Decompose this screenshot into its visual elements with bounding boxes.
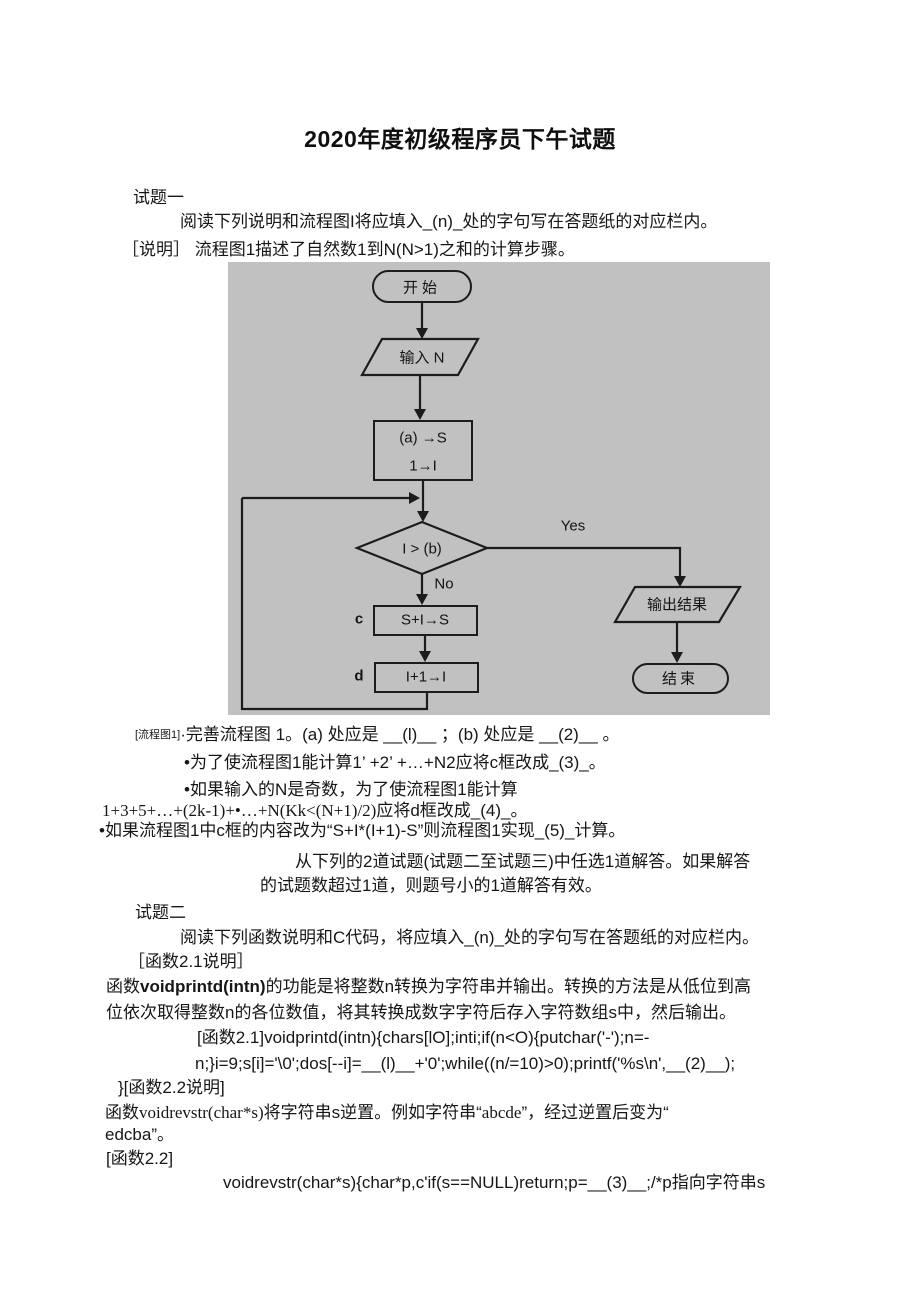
fn22-code-line: voidrevstr(char*s){char*p,c'if(s==NULL)r…: [223, 1173, 766, 1192]
fn21-desc1-c: 的功能是将整数n转换为字符串并输出。转换的方法是从低位到高: [265, 977, 752, 996]
d-text: I+1→I: [405, 668, 447, 686]
c-tag: c: [354, 610, 364, 628]
fn21-code-line1: [函数2.1]voidprintd(intn){chars[lO];inti;i…: [197, 1028, 650, 1047]
figure-caption-tag: [流程图1]: [135, 729, 181, 741]
q1-heading: 试题一: [133, 188, 184, 207]
note-bullet1: •为了使流程图1能计算1’ +2’ +…+N2应将c框改成_(3)_。: [184, 753, 606, 772]
fn21-desc-line1: 函数voidprintd(intn)的功能是将整数n转换为字符串并输出。转换的方…: [106, 976, 751, 998]
fn21-desc1-a: 函数: [106, 977, 140, 996]
output-label: 输出结果: [646, 596, 708, 614]
flowchart-figure: 开始 输入 N (a) →S 1→I I > (b) Yes No c S+I→…: [228, 262, 770, 715]
note-formula-line: 1+3+5+…+(2k-1)+•…+N(Kk<(N+1)/2)应将d框改成_(4…: [102, 800, 527, 822]
page-title: 2020年度初级程序员下午试题: [304, 126, 616, 152]
note-bullet2: •如果输入的N是奇数，为了使流程图1能计算: [184, 780, 518, 799]
start-node: [372, 270, 472, 303]
fn21-code-line2: n;}i=9;s[i]='\0';dos[--i]=__(l)__+'0';wh…: [195, 1054, 736, 1073]
yes-label: Yes: [560, 517, 586, 535]
init-line2: 1→I: [409, 457, 437, 475]
end-label: 结束: [661, 670, 699, 688]
q2-heading: 试题二: [135, 903, 186, 922]
start-label: 开始: [402, 279, 442, 297]
input-label: 输入 N: [399, 349, 445, 367]
fn22-desc-line2: edcba”。: [105, 1125, 174, 1144]
fn21-desc1-b: voidprintd(intn): [140, 977, 266, 996]
flowchart-notes-line1: [流程图1]·完善流程图 1。(a) 处应是 __(l)__ ；(b) 处应是 …: [135, 724, 619, 746]
q1-description: ［说明］ 流程图1描述了自然数1到N(N>1)之和的计算步骤。: [122, 240, 575, 259]
fn22-desc1-e: ”，经过逆置后变为“: [521, 1103, 669, 1122]
flowchart-connectors: [240, 303, 742, 711]
d-tag: d: [354, 667, 364, 685]
no-label: No: [434, 575, 454, 593]
fn22-desc-line1: 函数voidrevstr(char*s)将字符串s逆置。例如字符串“abcde”…: [105, 1102, 669, 1124]
q1-intro: 阅读下列说明和流程图I将应填入_(n)_处的字句写在答题纸的对应栏内。: [180, 212, 718, 231]
fn21-desc-label: ［函数2.1说明］: [128, 952, 254, 971]
note-bullet3: •如果流程图1中c框的内容改为“S+I*(I+1)-S”则流程图1实现_(5)_…: [99, 821, 626, 840]
notice-line1: 从下列的2道试题(试题二至试题三)中任选1道解答。如果解答: [295, 852, 751, 871]
d-node: [374, 662, 479, 693]
fn22-desc1-c: 将字符串s逆置。例如字符串“: [263, 1103, 482, 1122]
fn22-desc1-b: voidrevstr(char*s): [139, 1103, 264, 1122]
fn22-desc1-a: 函数: [105, 1103, 139, 1122]
formula-run: 1+3+5+…+(2k-1)+•…+N(Kk<(N+1)/2): [102, 801, 377, 820]
fn22-desc1-d: abcde: [481, 1103, 522, 1122]
formula-tail: 应将d框改成_(4)_。: [376, 801, 528, 820]
init-line1: (a) →S: [399, 429, 447, 447]
note-a-b: ·完善流程图 1。(a) 处应是 __(l)__ ；(b) 处应是 __(2)_…: [180, 725, 620, 744]
end-node: [632, 663, 729, 694]
q2-intro: 阅读下列函数说明和C代码，将应填入_(n)_处的字句写在答题纸的对应栏内。: [180, 928, 759, 947]
c-text: S+I→S: [401, 611, 449, 629]
fn21-desc-line2: 位依次取得整数n的各位数值，将其转换成数字字符后存入字符数组s中，然后输出。: [106, 1003, 736, 1022]
fn22-label: [函数2.2]: [106, 1149, 174, 1168]
init-node: [373, 420, 473, 481]
arrowheads: [409, 328, 686, 663]
notice-line2: 的试题数超过1道，则题号小的1道解答有效。: [260, 876, 602, 895]
fn22-desc-label: }[函数2.2说明]: [118, 1078, 225, 1097]
decision-label: I > (b): [402, 540, 442, 558]
c-node: [373, 605, 478, 636]
